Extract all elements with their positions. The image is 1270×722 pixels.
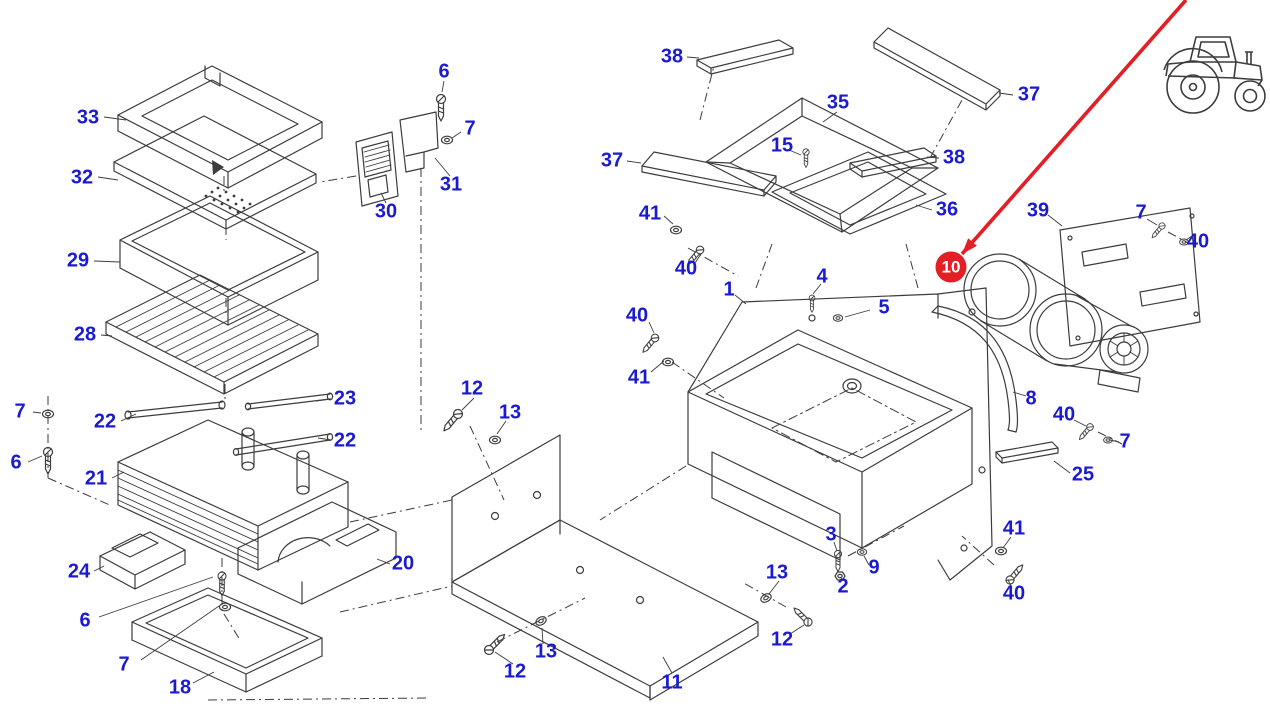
part-label-40: 40 [1002, 582, 1026, 605]
part-label-40: 40 [1186, 230, 1210, 253]
fasteners [41, 93, 1189, 657]
part-label-15: 15 [770, 134, 794, 157]
tractor-icon [1163, 36, 1266, 114]
part-label-13: 13 [534, 640, 558, 663]
part-label-7: 7 [464, 117, 476, 140]
part-21-heater-core [117, 419, 349, 571]
part-label-12: 12 [770, 628, 794, 651]
part-label-37: 37 [600, 149, 624, 172]
part-label-32: 32 [70, 166, 94, 189]
part-label-23: 23 [333, 387, 357, 410]
part-label-7: 7 [14, 400, 26, 423]
part-label-4: 4 [816, 265, 828, 288]
part-37-foam-strip-mid-left [641, 151, 777, 197]
part-29-tray [119, 195, 319, 326]
part-28-filter [105, 274, 319, 395]
part-label-24: 24 [67, 560, 91, 583]
part-label-28: 28 [73, 323, 97, 346]
part-label-35: 35 [826, 91, 850, 114]
part-label-6: 6 [438, 60, 450, 83]
highlighted-part-badge: 10 [935, 251, 967, 283]
part-label-7: 7 [1135, 201, 1147, 224]
part-label-20: 20 [391, 552, 415, 575]
part-36-frame [771, 151, 947, 235]
part-label-11: 11 [661, 671, 683, 694]
part-label-40: 40 [674, 257, 698, 280]
part-label-8: 8 [1025, 387, 1037, 410]
part-label-22: 22 [93, 410, 117, 433]
part-30-plate [355, 131, 399, 207]
part-37-foam-strip-right [873, 27, 1001, 111]
part-label-7: 7 [1119, 430, 1131, 453]
part-11-bracket [451, 434, 759, 701]
part-label-9: 9 [868, 556, 880, 579]
part-23-rod [244, 392, 334, 411]
part-label-41: 41 [627, 366, 651, 389]
part-label-41: 41 [1002, 517, 1026, 540]
part-39-plate [1059, 207, 1201, 347]
part-label-6: 6 [79, 609, 91, 632]
part-25-strip [995, 441, 1059, 464]
part-label-33: 33 [76, 106, 100, 129]
part-label-3: 3 [825, 523, 837, 546]
part-label-1: 1 [723, 278, 735, 301]
part-label-13: 13 [765, 561, 789, 584]
part-label-12: 12 [460, 377, 484, 400]
part-label-7: 7 [118, 653, 130, 676]
part-35-seal-frame [705, 97, 939, 233]
part-10-blower [963, 253, 1149, 393]
highlight-arrow [960, 0, 1188, 256]
part-label-40: 40 [1052, 403, 1076, 426]
part-33-top-frame [117, 65, 323, 189]
leader-lines [27, 56, 1193, 684]
part-label-40: 40 [625, 304, 649, 327]
part-20-cover-panel [237, 501, 397, 605]
part-24-bracket [99, 531, 186, 590]
part-label-38: 38 [660, 45, 684, 68]
part-label-38: 38 [942, 146, 966, 169]
part-32-grille-panel [113, 115, 317, 230]
part-label-22: 22 [333, 429, 357, 452]
part-38-foam-strip-mid [849, 147, 937, 178]
part-label-25: 25 [1071, 463, 1095, 486]
grille-dots [204, 186, 252, 214]
part-label-5: 5 [878, 296, 890, 319]
part-38-foam-strip-left [696, 39, 794, 75]
part-label-39: 39 [1026, 199, 1050, 222]
part-label-29: 29 [66, 249, 90, 272]
part-8-curved-strip [931, 305, 1019, 433]
part-label-18: 18 [168, 676, 192, 699]
part-label-6: 6 [10, 451, 22, 474]
part-label-2: 2 [837, 575, 849, 598]
part-label-13: 13 [498, 401, 522, 424]
part-label-12: 12 [503, 660, 527, 683]
part-18-lower-tray [131, 587, 323, 693]
part-22-rod [124, 400, 226, 420]
part-label-31: 31 [439, 173, 463, 196]
part-31-bracket [399, 111, 439, 173]
centerlines [47, 65, 1191, 701]
part-1-housing [687, 287, 993, 581]
part-22b-rod [232, 433, 334, 457]
part-label-37: 37 [1017, 83, 1041, 106]
part-label-30: 30 [374, 200, 398, 223]
part-label-36: 36 [935, 198, 959, 221]
part-label-21: 21 [84, 467, 108, 490]
part-label-41: 41 [638, 202, 662, 225]
